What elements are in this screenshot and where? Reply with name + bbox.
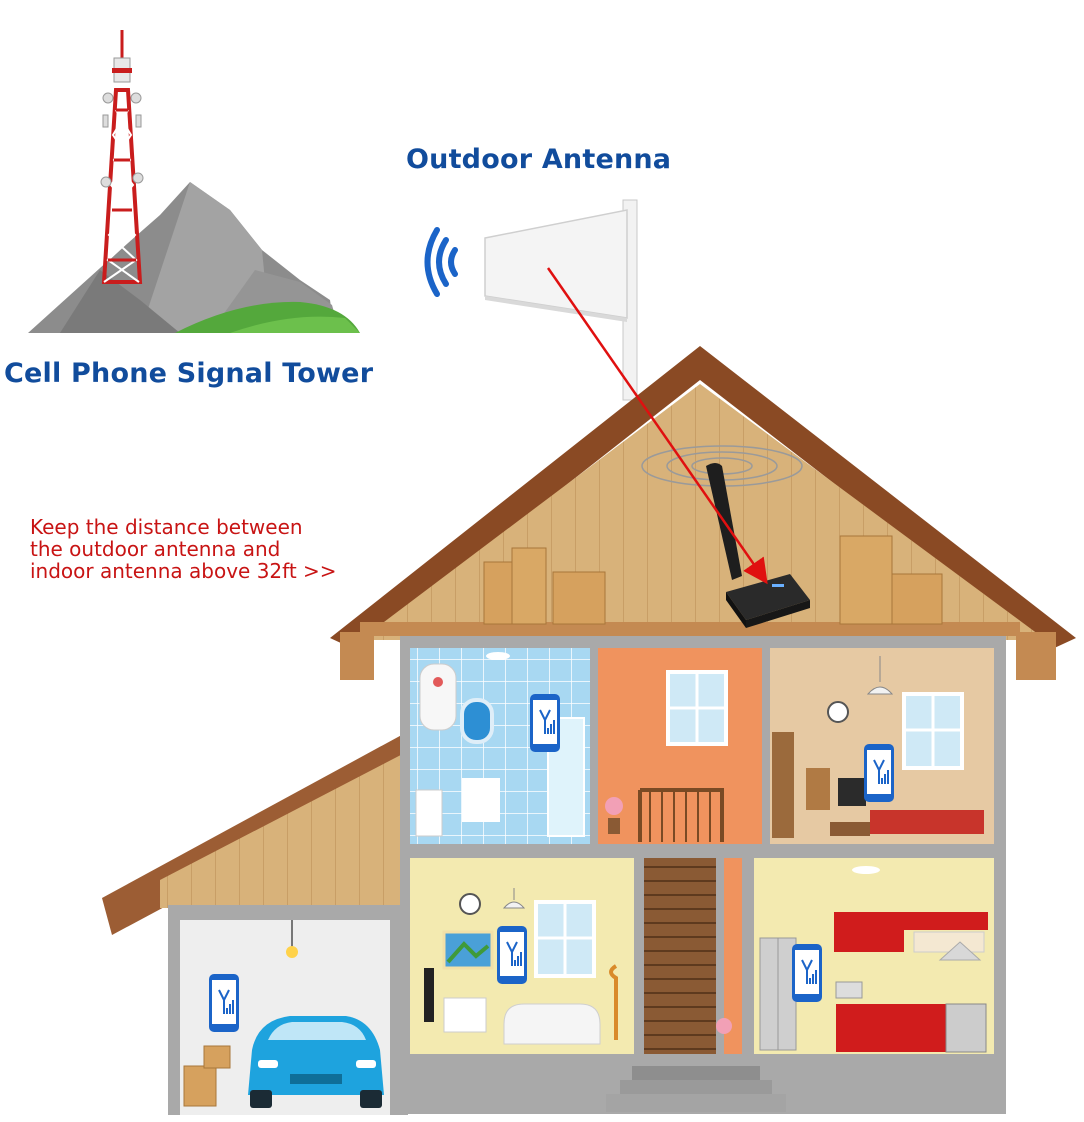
smartphone-signal-icon [497,926,527,984]
smartphone-signal-icon [792,944,822,1002]
staircase [644,858,742,1054]
house-roof [330,346,1076,680]
cable-arrow [546,267,768,585]
bathroom [410,648,590,844]
distance-note-line3: indoor antenna above 32ft >> [30,559,337,583]
smartphone-signal-icon [209,974,239,1032]
mountain-icon [28,182,360,333]
car-icon [248,1016,384,1108]
garage [102,725,420,1115]
entrance-steps [606,1066,786,1112]
smartphone-signal-icon [864,744,894,802]
signal-tower-icon [100,30,144,284]
distance-note: Keep the distance between the outdoor an… [30,516,337,582]
distance-note-line2: the outdoor antenna and [30,537,281,561]
cell-tower-label: Cell Phone Signal Tower [4,358,374,389]
cardboard-box-icon [183,1045,231,1107]
kitchen [754,858,994,1054]
outdoor-antenna-label: Outdoor Antenna [406,144,672,175]
smartphone-signal-icon [530,694,560,752]
bedroom [770,648,994,844]
wifi-waves-icon [424,227,458,297]
distance-note-line1: Keep the distance between [30,515,303,539]
cardboard-box-icon [483,535,943,625]
panel-antenna-icon [484,199,638,401]
hallway [598,648,762,844]
